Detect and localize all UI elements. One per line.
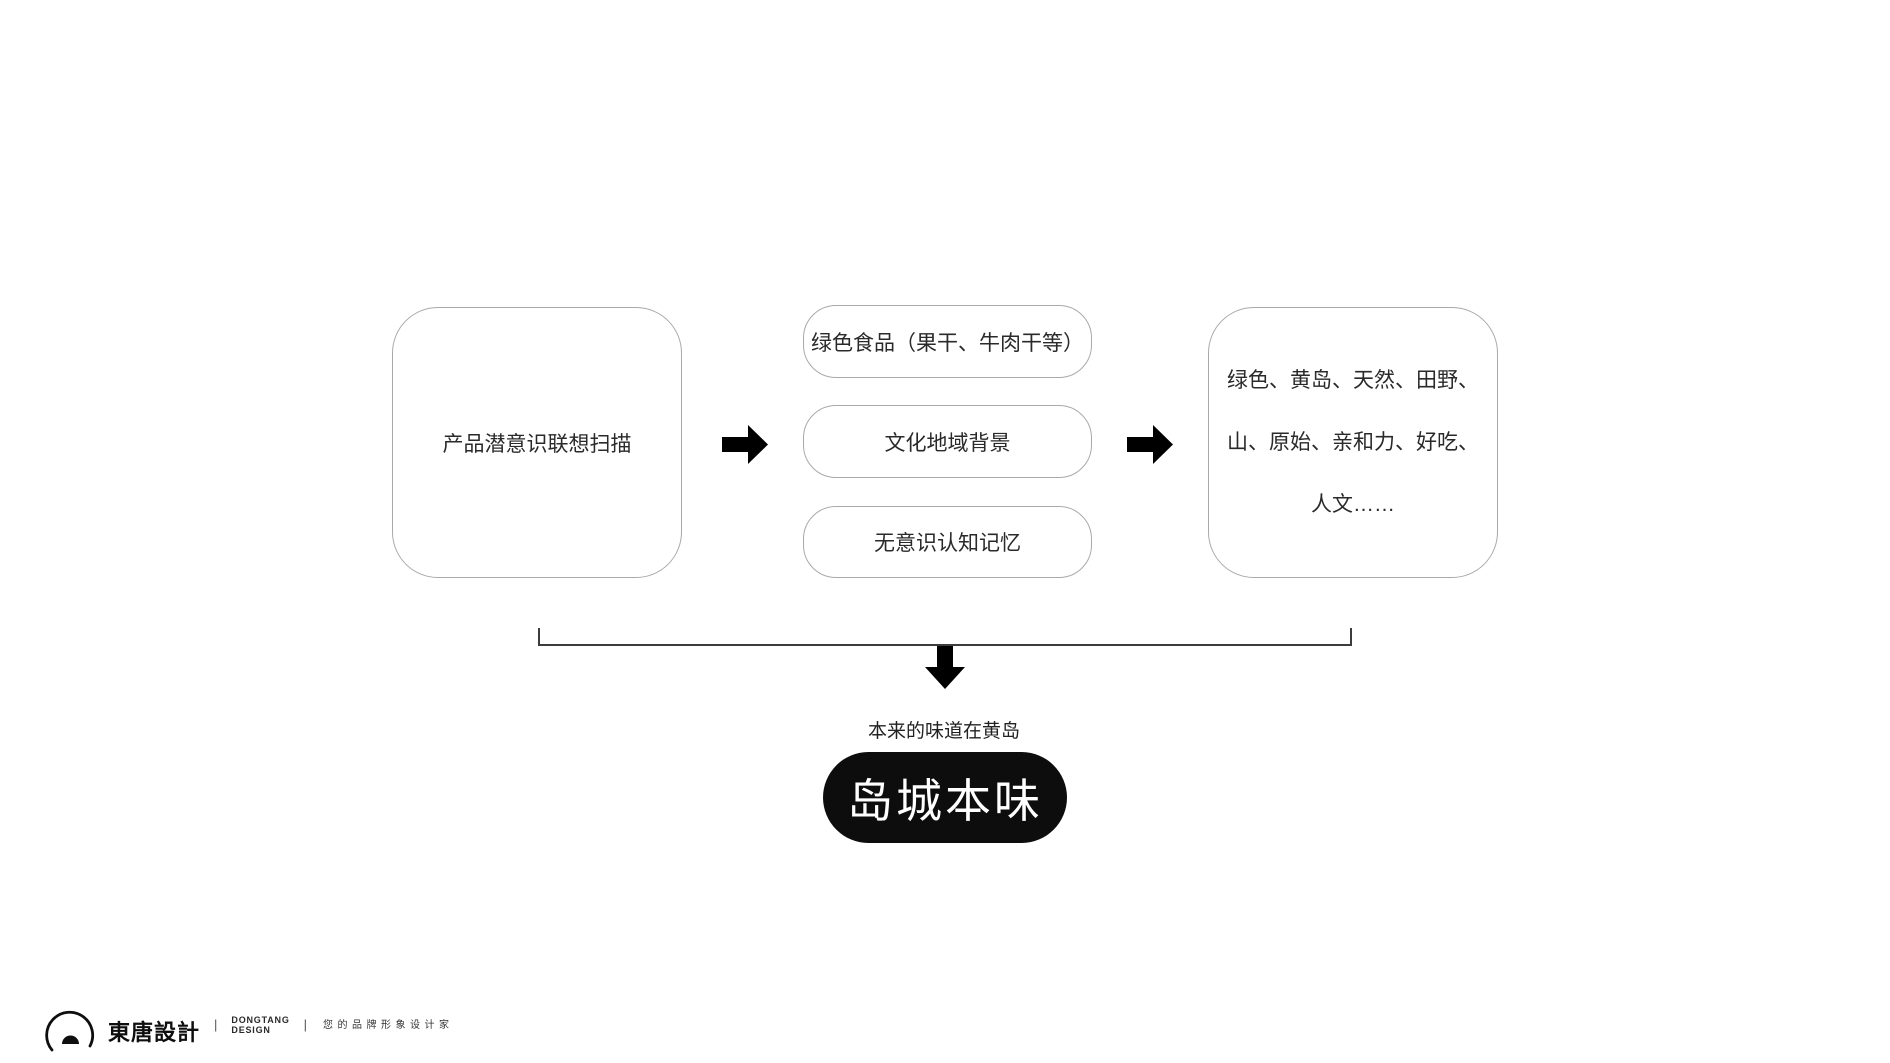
logo-text-en-line2: DESIGN (231, 1025, 271, 1035)
right-arrow-icon (1127, 425, 1173, 464)
middle-box-culture-region: 文化地域背景 (803, 405, 1092, 478)
logo-text-en-line1: DONGTANG (231, 1015, 290, 1025)
middle-box-unconscious-memory-label: 无意识认知记忆 (874, 532, 1021, 555)
footer-divider: | (303, 1017, 308, 1032)
conclusion-caption: 本来的味道在黄岛 (867, 721, 1020, 742)
footer-logo-bar: 東唐設計 | DONGTANG DESIGN | 您的品牌形象设计家 (44, 1006, 454, 1063)
down-arrow-icon (925, 646, 965, 689)
middle-box-unconscious-memory: 无意识认知记忆 (803, 506, 1092, 578)
footer-tagline: 您的品牌形象设计家 (323, 1020, 454, 1031)
logo-text-cn: 東唐設計 (108, 1020, 201, 1045)
keywords-line: 人文…… (1311, 492, 1395, 516)
keywords-line: 绿色、黄岛、天然、田野、 (1227, 368, 1479, 392)
dongtang-logo-icon (45, 1010, 95, 1052)
middle-box-green-food: 绿色食品（果干、牛肉干等） (803, 305, 1092, 378)
keywords-line: 山、原始、亲和力、好吃、 (1227, 430, 1479, 454)
conclusion-pill-label: 岛城本味 (847, 774, 1043, 827)
middle-box-green-food-label: 绿色食品（果干、牛肉干等） (811, 331, 1084, 355)
source-box-label: 产品潜意识联想扫描 (442, 432, 632, 456)
logo-text-en: DONGTANG DESIGN (231, 1015, 289, 1035)
right-arrow-icon (722, 425, 768, 464)
footer-divider: | (214, 1017, 218, 1032)
middle-box-culture-region-label: 文化地域背景 (884, 431, 1011, 455)
keywords-box: 绿色、黄岛、天然、田野、 山、原始、亲和力、好吃、 人文…… (1208, 307, 1498, 578)
source-box: 产品潜意识联想扫描 (392, 307, 682, 578)
conclusion-pill: 岛城本味 (823, 752, 1067, 843)
bracket-connector (538, 628, 1352, 646)
